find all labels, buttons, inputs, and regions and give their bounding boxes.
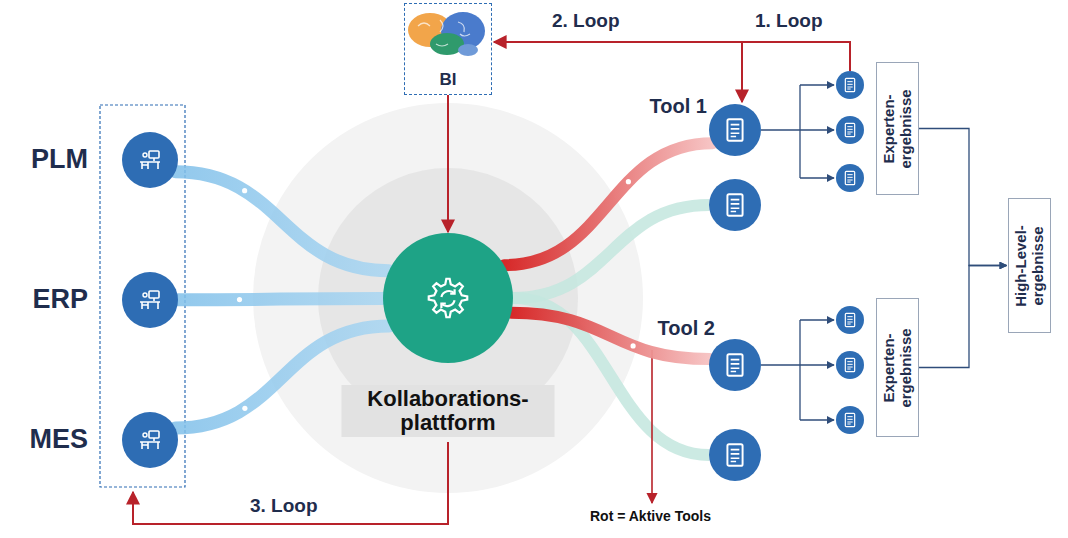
- result-box: Experten- ergebnisse: [876, 298, 919, 437]
- flow-arrow: [447, 95, 449, 232]
- bi-label: BI: [437, 70, 460, 90]
- gear-icon: [429, 279, 468, 318]
- result-circle: [836, 116, 864, 144]
- legend-leader: [651, 350, 653, 503]
- node-label: Kollaborations- plattform: [342, 385, 555, 437]
- branch-arrow: [800, 129, 834, 130]
- desk-icon: [140, 291, 160, 309]
- result-circle: [836, 406, 864, 434]
- result-circles: [836, 71, 864, 434]
- tool-circle: Tool 2: [709, 339, 761, 391]
- document-icon: [727, 194, 742, 216]
- node-label: Tool 2: [658, 317, 715, 340]
- result-circle: [836, 306, 864, 334]
- legend-note: Rot = Aktive Tools: [590, 508, 711, 524]
- document-icon: [727, 119, 742, 141]
- system-circle: ERP: [122, 272, 178, 328]
- node-label: ERP: [32, 284, 88, 315]
- vertical-label: High-Level- ergebnisse: [1012, 210, 1047, 322]
- branch-line: [799, 320, 800, 420]
- loop-line: [133, 442, 448, 524]
- node-label: Tool 1: [650, 95, 707, 118]
- loop-label: 1. Loop: [755, 10, 823, 32]
- node-label: PLM: [31, 144, 88, 175]
- loop-label: 3. Loop: [250, 495, 318, 517]
- desk-icon: [140, 431, 160, 449]
- branch-arrow: [800, 419, 834, 420]
- data-band: [178, 298, 383, 299]
- branch-line: [761, 364, 800, 365]
- node-label: MES: [29, 424, 88, 455]
- document-icon: [845, 413, 854, 426]
- systems-group-frame: [100, 105, 185, 487]
- document-icon: [727, 354, 742, 376]
- branch-line: [799, 85, 800, 178]
- loop-lines: [133, 42, 850, 524]
- vertical-label: Experten- ergebnisse: [880, 81, 915, 176]
- branch-arrow: [800, 364, 834, 365]
- vertical-label: Experten- ergebnisse: [880, 320, 915, 415]
- desk-icon: [140, 151, 160, 169]
- band-dot: [626, 179, 631, 184]
- data-band: [175, 172, 389, 271]
- flow-arrow: [919, 266, 1007, 368]
- tool-circle: [709, 429, 761, 481]
- active-band: [504, 143, 712, 265]
- result-branches: [761, 85, 834, 420]
- loop-line: [741, 42, 743, 102]
- result-circle: [836, 71, 864, 99]
- inactive-band: [513, 205, 709, 298]
- branch-line: [761, 129, 800, 130]
- branch-arrow: [800, 84, 834, 85]
- document-icon: [845, 313, 854, 326]
- result-circle: [836, 164, 864, 192]
- bi-box: BI: [404, 3, 492, 95]
- document-icon: [845, 78, 854, 91]
- summary-box: High-Level- ergebnisse: [1008, 198, 1051, 333]
- band-dot: [242, 188, 247, 193]
- band-dot: [242, 406, 247, 411]
- system-circle: PLM: [122, 132, 178, 188]
- band-dot: [630, 343, 635, 348]
- branch-arrow: [800, 177, 834, 178]
- document-icon: [727, 444, 742, 466]
- brain-folds: [418, 20, 470, 46]
- document-icon: [845, 171, 854, 184]
- system-circle: MES: [122, 412, 178, 468]
- tool-circle: [709, 179, 761, 231]
- result-circle: [836, 351, 864, 379]
- flow-arrow: [919, 129, 1007, 266]
- band-dot: [237, 297, 242, 302]
- brain-lobe: [458, 44, 478, 56]
- tool-circle: Tool 1: [709, 104, 761, 156]
- branch-arrow: [800, 319, 834, 320]
- loop-line: [494, 42, 850, 71]
- platform-circle: Kollaborations- plattform: [383, 233, 513, 363]
- document-icon: [845, 123, 854, 136]
- brain-illustration: [408, 12, 485, 56]
- document-icon: [845, 358, 854, 371]
- result-box: Experten- ergebnisse: [876, 62, 919, 195]
- loop-label: 2. Loop: [552, 10, 620, 32]
